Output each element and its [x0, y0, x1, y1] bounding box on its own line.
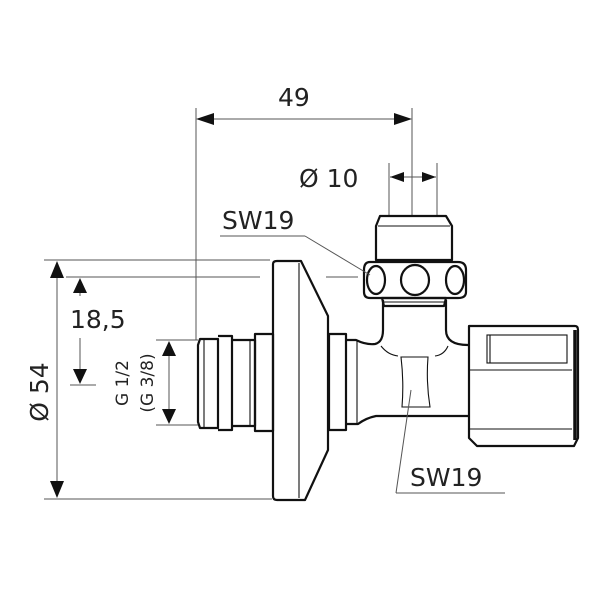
dimension-18-5-label: 18,5: [70, 305, 126, 334]
spindle-head: [362, 214, 468, 308]
dimension-49-label: 49: [278, 83, 310, 112]
dimension-49: [195, 108, 413, 340]
leader-lines: [220, 235, 505, 494]
wrench-size-top-label: SW19: [222, 206, 294, 235]
dimension-diameter-54-label: Ø 54: [25, 362, 54, 421]
valve-body: [327, 300, 469, 432]
flange: [271, 259, 330, 502]
outlet-nut: [467, 324, 580, 448]
dimension-diameter-10-label: Ø 10: [299, 164, 358, 193]
dimension-18-5: [66, 276, 358, 386]
inlet-nipple: [196, 332, 275, 433]
thread-main-label: G 1/2: [113, 360, 133, 406]
dimension-diameter-54: [44, 259, 272, 500]
wrench-size-body-label: SW19: [410, 463, 482, 492]
dimension-diameter-10: [388, 160, 438, 215]
dimension-thread: [156, 339, 198, 426]
thread-alt-label: (G 3/8): [138, 353, 158, 412]
